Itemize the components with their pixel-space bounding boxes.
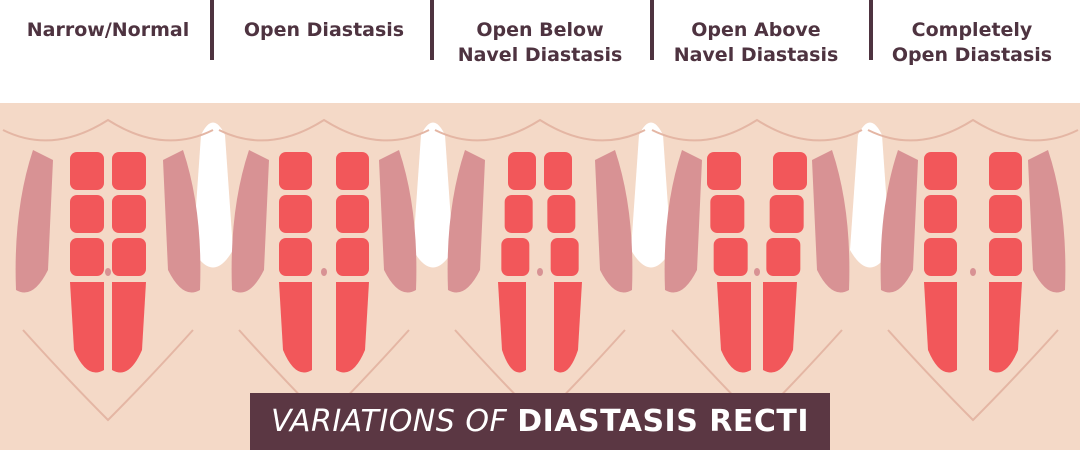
rectus-block-left bbox=[924, 152, 957, 190]
navel bbox=[970, 268, 976, 276]
rectus-lower-right bbox=[554, 282, 582, 373]
armpit-gap bbox=[850, 122, 890, 268]
rectus-block-right bbox=[112, 195, 146, 233]
armpit-gap bbox=[413, 122, 453, 268]
title-prefix: VARIATIONS OF bbox=[270, 404, 508, 439]
column-divider bbox=[210, 0, 214, 60]
rectus-block-right bbox=[544, 152, 572, 190]
chest-outline bbox=[867, 118, 1079, 142]
oblique-left bbox=[447, 150, 485, 293]
rectus-block-left bbox=[279, 195, 312, 233]
oblique-right bbox=[379, 150, 417, 293]
column-divider bbox=[430, 0, 434, 60]
rectus-lower-left bbox=[70, 282, 104, 373]
column-divider bbox=[869, 0, 873, 60]
chest-outline bbox=[651, 118, 863, 142]
oblique-right bbox=[1028, 150, 1066, 293]
column-divider bbox=[650, 0, 654, 60]
oblique-left bbox=[15, 150, 53, 293]
oblique-right bbox=[163, 150, 201, 293]
rectus-lower-left bbox=[924, 282, 957, 373]
rectus-lower-right bbox=[763, 282, 797, 373]
label-completely-open: Completely Open Diastasis bbox=[891, 19, 1053, 66]
rectus-block-left bbox=[713, 238, 748, 276]
rectus-block-left bbox=[279, 152, 312, 190]
rectus-lower-left bbox=[279, 282, 312, 373]
rectus-block-left bbox=[924, 238, 957, 276]
rectus-block-left bbox=[707, 152, 741, 190]
rectus-block-left bbox=[70, 195, 104, 233]
rectus-block-left bbox=[924, 195, 957, 233]
navel bbox=[537, 268, 543, 276]
rectus-block-right bbox=[989, 195, 1022, 233]
rectus-lower-right bbox=[112, 282, 146, 373]
chest-outline bbox=[434, 118, 646, 142]
column-header: Narrow/Normal Open Diastasis Open Below … bbox=[0, 0, 1080, 103]
rectus-block-left bbox=[70, 152, 104, 190]
rectus-lower-right bbox=[336, 282, 369, 373]
rectus-block-right bbox=[112, 152, 146, 190]
rectus-lower-left bbox=[717, 282, 751, 373]
hip-outline bbox=[887, 329, 1059, 422]
rectus-block-left bbox=[70, 238, 104, 276]
navel bbox=[105, 268, 111, 276]
title-banner: VARIATIONS OF DIASTASIS RECTI bbox=[250, 393, 830, 450]
label-open-diastasis: Open Diastasis bbox=[243, 19, 405, 41]
oblique-left bbox=[880, 150, 918, 293]
label-narrow-normal: Narrow/Normal bbox=[26, 19, 190, 41]
rectus-block-left bbox=[504, 195, 533, 233]
rectus-block-right bbox=[112, 238, 146, 276]
rectus-block-right bbox=[336, 152, 369, 190]
rectus-block-right bbox=[547, 195, 576, 233]
rectus-block-right bbox=[989, 152, 1022, 190]
oblique-right bbox=[595, 150, 633, 293]
armpit-gap bbox=[631, 122, 671, 268]
rectus-block-right bbox=[336, 195, 369, 233]
label-open-above-navel: Open Above Navel Diastasis bbox=[673, 19, 839, 66]
rectus-lower-left bbox=[498, 282, 526, 373]
rectus-block-left bbox=[279, 238, 312, 276]
armpit-gap bbox=[193, 122, 233, 268]
title-emphasis: DIASTASIS RECTI bbox=[517, 404, 809, 439]
rectus-block-left bbox=[508, 152, 536, 190]
hip-outline bbox=[22, 329, 194, 422]
oblique-left bbox=[664, 150, 702, 293]
rectus-block-right bbox=[550, 238, 579, 276]
rectus-block-right bbox=[773, 152, 807, 190]
chest-outline bbox=[2, 118, 214, 142]
rectus-block-left bbox=[710, 195, 745, 233]
rectus-block-right bbox=[766, 238, 801, 276]
oblique-right bbox=[812, 150, 850, 293]
rectus-block-right bbox=[336, 238, 369, 276]
chest-outline bbox=[218, 118, 430, 142]
navel bbox=[321, 268, 327, 276]
oblique-left bbox=[231, 150, 269, 293]
rectus-lower-right bbox=[989, 282, 1022, 373]
rectus-block-right bbox=[769, 195, 804, 233]
navel bbox=[754, 268, 760, 276]
rectus-block-left bbox=[501, 238, 530, 276]
rectus-block-right bbox=[989, 238, 1022, 276]
label-open-below-navel: Open Below Navel Diastasis bbox=[457, 19, 623, 66]
